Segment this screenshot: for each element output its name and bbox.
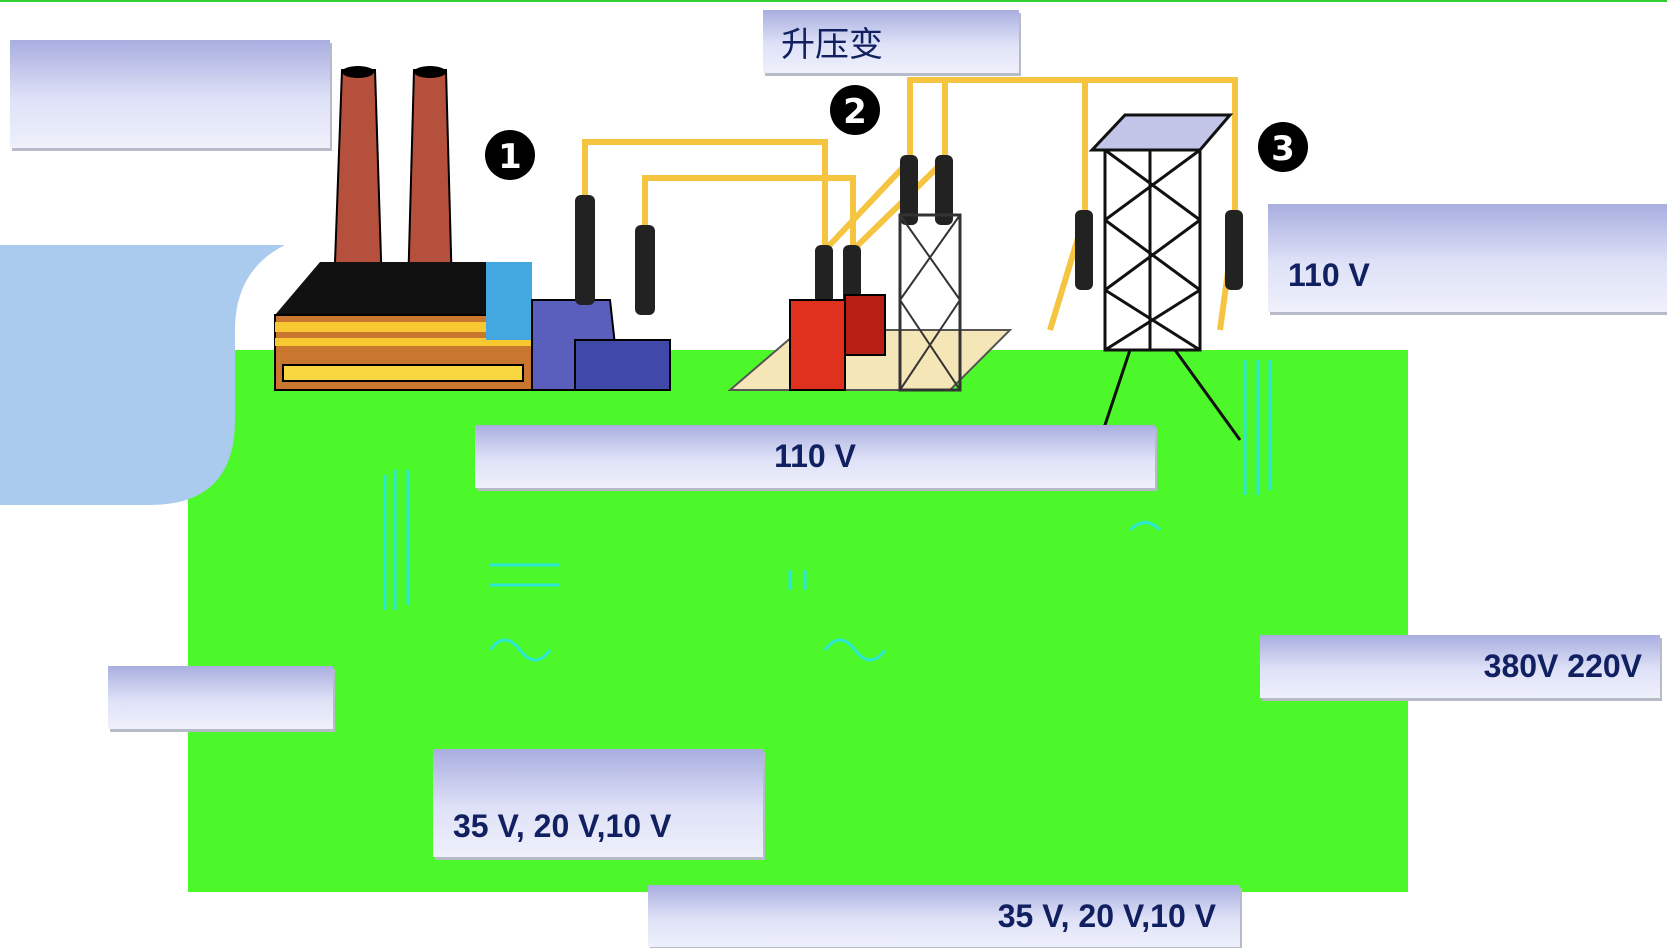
top-border-line xyxy=(0,0,1667,2)
insulators xyxy=(575,155,1243,315)
power-plant-label xyxy=(10,40,330,148)
transmission-voltage-text: 110 V xyxy=(1288,257,1370,293)
marker-3-label: 3 xyxy=(1271,129,1295,169)
power-plant xyxy=(274,66,671,391)
marker-3 xyxy=(1258,122,1308,172)
distribution-voltage-label-b: 35 V, 20 V,10 V xyxy=(648,885,1240,947)
step-up-transformer-text: 升压变 xyxy=(781,25,883,65)
user-label xyxy=(108,666,333,729)
render-artifacts xyxy=(383,360,1272,662)
center-voltage-text: 110 V xyxy=(774,438,856,474)
marker-1-label: 1 xyxy=(498,137,522,177)
callout-shape xyxy=(0,245,285,505)
marker-2-label: 2 xyxy=(843,92,867,132)
marker-1 xyxy=(485,130,535,180)
distribution-voltage-text-a: 35 V, 20 V,10 V xyxy=(453,808,672,844)
marker-2 xyxy=(830,85,880,135)
consumer-voltage-text: 380V 220V xyxy=(1483,648,1642,684)
center-voltage-label: 110 V xyxy=(475,425,1155,488)
distribution-voltage-label-a: 35 V, 20 V,10 V xyxy=(433,749,763,857)
transmission-tower xyxy=(1088,113,1242,441)
step-markers: 1 2 3 xyxy=(485,85,1308,180)
distribution-voltage-text-b: 35 V, 20 V,10 V xyxy=(997,897,1216,934)
transmission-voltage-label: 110 V xyxy=(1268,204,1667,312)
substation xyxy=(727,213,1013,392)
step-up-transformer-label: 升压变 xyxy=(763,10,1019,73)
consumer-voltage-label: 380V 220V xyxy=(1260,635,1660,698)
